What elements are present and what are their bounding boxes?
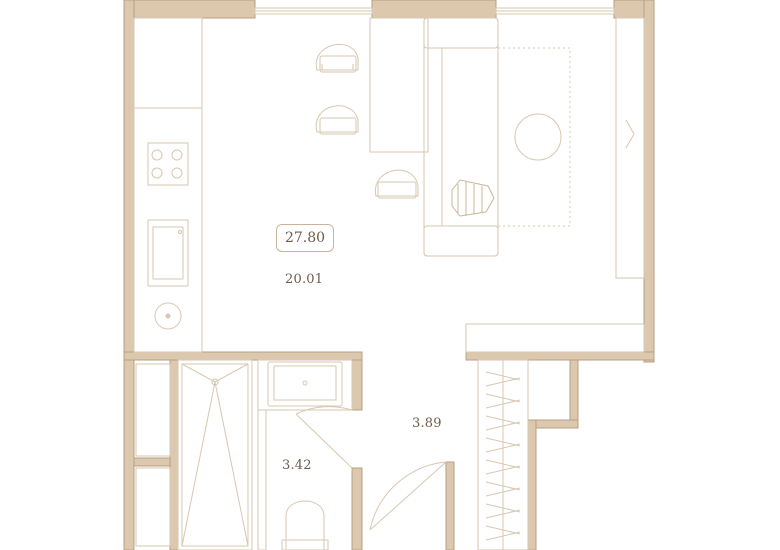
wall-right (643, 0, 655, 363)
hall-fixtures (135, 359, 529, 550)
wall-left (123, 0, 135, 550)
wall-bath-left (169, 359, 179, 550)
toilet-icon (281, 500, 329, 550)
windows (254, 7, 615, 15)
wall-bath-right-upper (351, 359, 363, 411)
walls (123, 0, 655, 550)
tv-unit (615, 17, 645, 279)
coffee-table (514, 113, 562, 161)
wall-top-middle (371, 0, 497, 19)
appliance-round-icon (154, 302, 182, 330)
room-area-hallway: 3.89 (412, 416, 442, 431)
total-area-badge: 27.80 (276, 224, 334, 252)
rug (497, 47, 571, 227)
niche-shelf (135, 467, 171, 547)
cooktop-icon (147, 142, 189, 186)
kitchen-counter (133, 17, 203, 353)
shower-icon (177, 359, 253, 550)
wall-mid-left (123, 351, 363, 361)
kitchen-sink-icon (147, 219, 189, 287)
sofa-icon (423, 17, 499, 257)
entrance-door (369, 461, 447, 531)
chair-icon (315, 105, 359, 135)
wardrobe-icon (477, 359, 529, 550)
dining-table (369, 17, 429, 153)
washbasin-icon (257, 359, 353, 411)
tv-icon (625, 119, 635, 149)
wall-niche-divider (133, 457, 175, 467)
wall-bath-right-lower (351, 467, 363, 550)
console (465, 323, 645, 353)
wall-mid-right (465, 351, 655, 361)
dining-set (315, 17, 429, 199)
bathroom-fixtures (177, 359, 353, 550)
niche-shelf (135, 363, 171, 457)
pillow-icon (451, 179, 495, 217)
total-area-value: 27.80 (284, 230, 326, 246)
living-area (423, 17, 645, 353)
wall-hall-door-post (445, 461, 455, 550)
room-area-living-kitchen: 20.01 (285, 272, 324, 287)
wall-right-step-vertical (569, 359, 579, 429)
room-area-bathroom: 3.42 (282, 458, 312, 473)
chair-icon (315, 43, 359, 73)
bathroom-door (295, 406, 353, 469)
wall-right-lower (527, 419, 537, 550)
wall-top-left (123, 0, 256, 19)
chair-icon (375, 169, 419, 199)
kitchen (133, 17, 203, 353)
